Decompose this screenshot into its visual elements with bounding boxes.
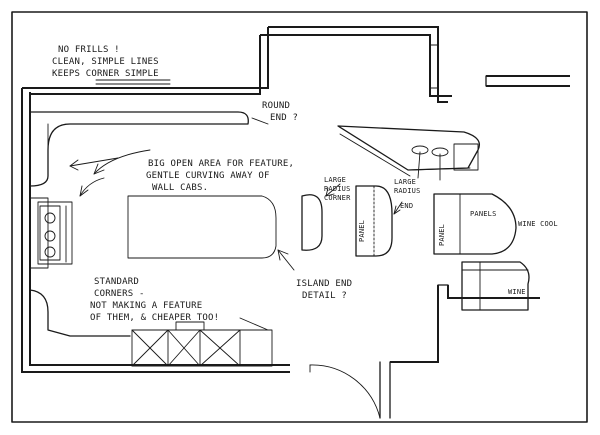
note-line: CORNER [324,194,351,202]
label-panel-vertical: PANEL [438,224,446,246]
label-wine: WINE [508,288,526,296]
note-big-open-area: BIG OPEN AREA FOR FEATURE, GENTLE CURVIN… [146,159,294,193]
label-panels: PANELS [470,210,497,218]
windows [95,44,439,89]
island-rounded-end [301,194,323,251]
note-large-radius-corner: LARGE RADIUS CORNER [324,176,351,202]
note-line: WALL CABS. [152,183,208,193]
note-line: STANDARD [94,277,139,287]
note-line: CLEAN, SIMPLE LINES [52,57,159,67]
note-line: KEEPS CORNER SIMPLE [52,69,159,79]
note-line: LARGE [324,176,346,184]
note-line: RADIUS [394,187,421,195]
note-line: DETAIL ? [302,291,347,301]
note-line: LARGE [394,178,416,186]
annotation-arrows [69,117,403,271]
open-area-outline [127,195,277,259]
note-line: ISLAND END [296,279,352,289]
note-round-end: ROUND END ? [262,101,298,123]
note-line: BIG OPEN AREA FOR FEATURE, [148,159,294,169]
note-standard-corners: STANDARD CORNERS - NOT MAKING A FEATURE … [90,277,219,323]
wine-unit [461,261,530,311]
room-walls [21,26,570,419]
cooktop [37,201,73,265]
island-large-radius [355,185,393,257]
note-island-end-detail: ISLAND END DETAIL ? [296,279,352,301]
note-line: CORNERS - [94,289,145,299]
note-line: GENTLE CURVING AWAY OF [146,171,270,181]
note-line: END [400,202,413,210]
breakfast-bar [337,125,481,181]
note-line: RADIUS [324,185,351,193]
label-panel-vertical: PANEL [358,220,366,242]
sink-run [131,317,273,367]
label-wine-cool: WINE COOL [518,220,558,228]
note-no-frills: NO FRILLS ! CLEAN, SIMPLE LINES KEEPS CO… [52,45,159,79]
note-line: NOT MAKING A FEATURE [90,301,202,311]
page-frame [11,11,588,423]
note-line: NO FRILLS ! [58,45,120,55]
note-line: ROUND [262,101,290,111]
note-large-radius-end: LARGE RADIUS END [394,178,421,210]
note-line: END ? [270,113,298,123]
note-line: OF THEM, & CHEAPER TOO! [90,313,219,323]
wall-cabinets [29,111,249,337]
panel-island [433,193,517,255]
